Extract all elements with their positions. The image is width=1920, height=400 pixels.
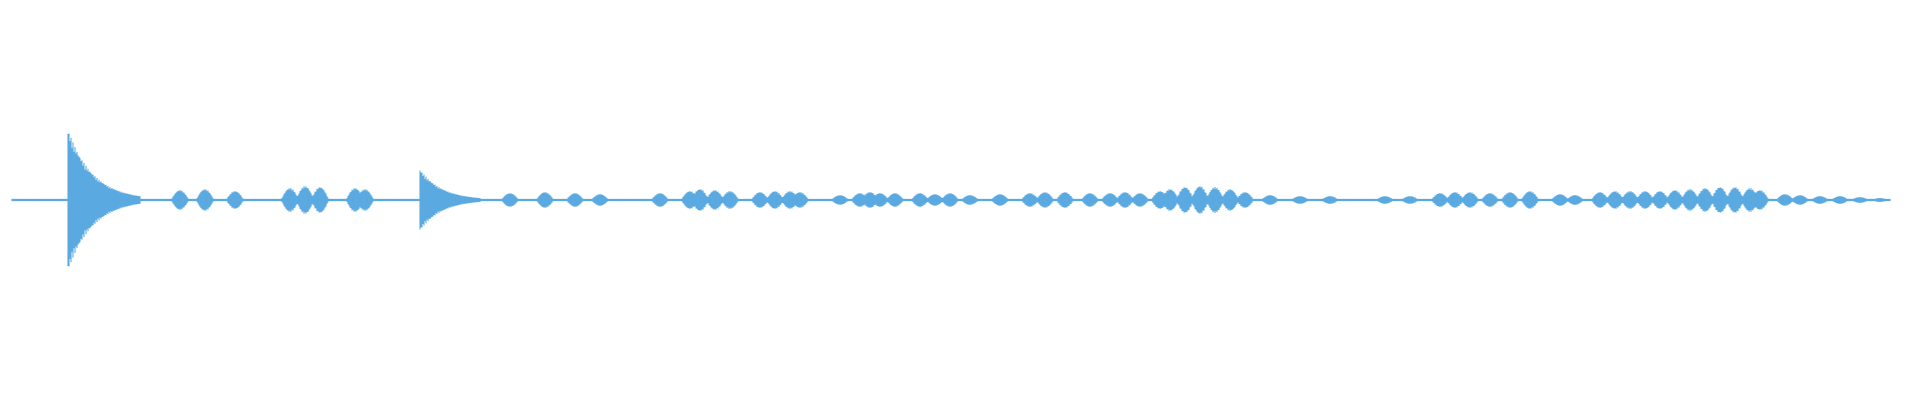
waveform-bars — [11, 133, 1891, 267]
